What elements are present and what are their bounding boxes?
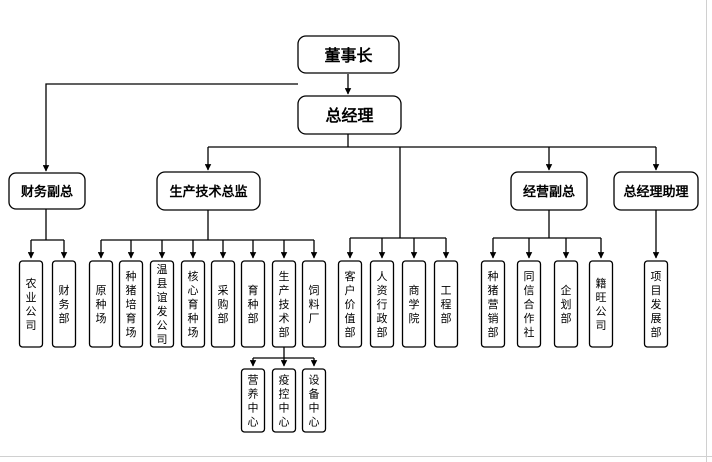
node-nutrition-center-label: 营养中心 [248, 372, 259, 428]
node-business-school-label: 商学院 [409, 283, 420, 325]
node-hr-admin: 人资行政部 [369, 260, 395, 348]
node-finance-vp-label: 财务副总 [21, 184, 73, 200]
node-finance-vp: 财务副总 [8, 172, 86, 210]
node-epidemic-center-label: 疫控中心 [279, 372, 290, 428]
node-pig-nursery: 种猪培育场 [118, 260, 144, 348]
node-customer-value-label: 客户价值部 [345, 269, 356, 339]
node-business-vp-label: 经营副总 [523, 184, 575, 200]
node-customer-value: 客户价值部 [337, 260, 363, 348]
node-core-breeding: 核心育种场 [180, 260, 206, 348]
node-agri-company-label: 农业公司 [26, 276, 37, 332]
node-engineering: 工程部 [433, 260, 459, 348]
node-hr-admin-label: 人资行政部 [377, 270, 388, 339]
node-procurement: 采购部 [210, 260, 236, 348]
node-pig-nursery-label: 种猪培育场 [126, 269, 137, 339]
node-tongxin-coop: 同信合作社 [516, 260, 542, 348]
node-finance-dept: 财务部 [51, 260, 77, 348]
node-prod-tech-dept-label: 生产技术部 [279, 269, 290, 339]
node-pig-sales: 种猪营销部 [480, 260, 506, 348]
node-wenxian-company-label: 温县谊发公司 [157, 263, 168, 346]
node-agri-company: 农业公司 [18, 260, 44, 348]
node-engineering-label: 工程部 [441, 284, 452, 325]
node-nutrition-center: 营养中心 [240, 368, 266, 433]
node-tongxin-coop-label: 同信合作社 [524, 270, 535, 339]
node-gm-label: 总经理 [325, 106, 373, 125]
node-equipment-center: 设备中心 [301, 368, 327, 433]
node-wenxian-company: 温县谊发公司 [149, 260, 175, 348]
node-production-director: 生产技术总监 [156, 171, 261, 211]
node-planning-label: 企划部 [561, 283, 572, 325]
node-equipment-center-label: 设备中心 [309, 373, 320, 428]
node-gm-assistant: 总经理助理 [613, 171, 699, 211]
node-epidemic-center: 疫控中心 [271, 368, 297, 433]
node-gm-assistant-label: 总经理助理 [623, 184, 688, 200]
node-prod-tech-dept: 生产技术部 [271, 260, 297, 348]
node-feed-factory-label: 饲料厂 [309, 284, 320, 325]
connectors [27, 74, 660, 367]
frame-edge-bottom [0, 456, 712, 457]
department-boxes: 农业公司 财务部 原种场 种猪培育场 温县谊发公司 核心育种场 采购部 育种部 生产技术部 饲料厂… [18, 260, 669, 433]
frame-edge-right [706, 0, 707, 462]
node-pig-sales-label: 种猪营销部 [488, 269, 499, 339]
node-project-dev: 项目发展部 [643, 260, 669, 348]
node-jingwang-company: 籍旺公司 [588, 260, 614, 348]
node-business-school: 商学院 [401, 260, 427, 348]
node-breeding-dept-label: 育种部 [248, 283, 259, 325]
node-planning: 企划部 [553, 260, 579, 348]
node-breeding-dept: 育种部 [240, 260, 266, 348]
node-breeding-farm-label: 原种场 [96, 284, 107, 325]
node-finance-dept-label: 财务部 [59, 283, 70, 325]
node-breeding-farm: 原种场 [88, 260, 114, 348]
node-production-director-label: 生产技术总监 [169, 184, 247, 200]
node-jingwang-company-label: 籍旺公司 [596, 276, 607, 332]
node-procurement-label: 采购部 [218, 284, 229, 325]
node-chairman: 董事长 [297, 35, 400, 74]
node-feed-factory: 饲料厂 [301, 260, 327, 348]
node-core-breeding-label: 核心育种场 [188, 269, 199, 339]
node-chairman-label: 董事长 [324, 46, 373, 65]
node-business-vp: 经营副总 [510, 171, 588, 211]
node-project-dev-label: 项目发展部 [651, 270, 662, 339]
node-gm: 总经理 [297, 95, 402, 135]
